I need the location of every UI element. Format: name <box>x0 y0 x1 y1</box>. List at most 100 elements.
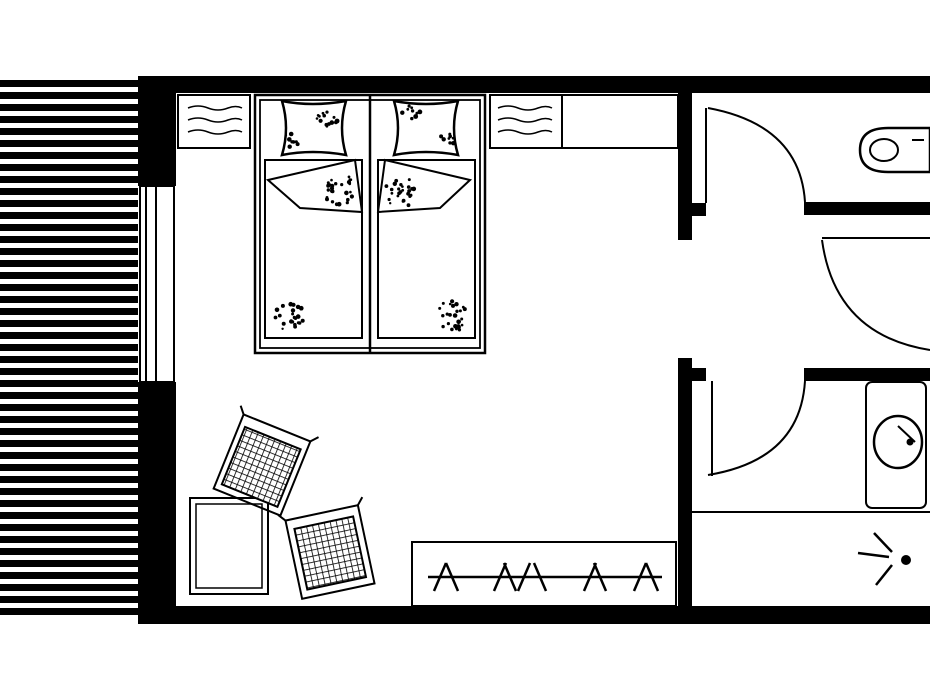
fabric-dot <box>394 178 399 183</box>
fabric-dot <box>454 302 459 307</box>
fabric-dot <box>330 189 335 194</box>
fabric-dot <box>332 115 336 119</box>
wardrobe <box>411 541 677 607</box>
balcony-slat <box>0 512 138 519</box>
fabric-dot <box>340 183 344 187</box>
bathroom-door <box>707 380 806 476</box>
fabric-dot <box>399 183 403 187</box>
fabric-dot <box>458 309 462 313</box>
fabric-dot <box>287 137 292 142</box>
balcony-slat <box>0 116 138 123</box>
fabric-dot <box>299 305 304 311</box>
fabric-dot <box>392 181 397 186</box>
fabric-dot <box>384 184 389 189</box>
balcony-slat <box>0 332 138 339</box>
balcony-slat <box>0 536 138 543</box>
fabric-dot <box>325 124 329 128</box>
fabric-dot <box>349 190 352 194</box>
fabric-dot <box>389 202 392 205</box>
fabric-dot <box>406 185 411 189</box>
hanger <box>492 562 508 592</box>
pillow <box>280 99 348 157</box>
wall-top <box>138 76 930 93</box>
fabric-dot <box>318 118 323 123</box>
balcony-slat <box>0 140 138 147</box>
fabric-dot <box>389 187 394 192</box>
balcony-slat <box>0 464 138 471</box>
fabric-dot <box>460 317 464 321</box>
balcony-slat <box>0 308 138 315</box>
fabric-dot <box>293 316 298 320</box>
fabric-dot <box>398 190 403 194</box>
fabric-dot <box>446 322 450 326</box>
mattress-right <box>377 159 476 339</box>
balcony-slat <box>0 128 138 135</box>
fabric-dot <box>334 182 338 186</box>
fabric-dot <box>448 141 452 145</box>
fabric-dot <box>273 315 278 320</box>
hanger <box>632 562 648 592</box>
wall-toilet-bottom <box>804 202 930 215</box>
fabric-dot <box>410 106 414 110</box>
fabric-dot <box>452 313 458 318</box>
fabric-dot <box>300 318 305 323</box>
fabric-dot <box>274 307 280 313</box>
fabric-dot <box>460 323 464 327</box>
balcony-slat <box>0 584 138 591</box>
fabric-dot <box>401 110 404 114</box>
folding-chair <box>277 496 376 601</box>
balcony-slat <box>0 200 138 207</box>
fabric-dot <box>334 202 339 207</box>
toilet-room-door <box>705 107 806 203</box>
fabric-dot <box>396 194 400 198</box>
wall-left-lower <box>138 382 176 624</box>
balcony-slat <box>0 248 138 255</box>
fabric-dot <box>330 200 335 204</box>
fabric-dot <box>406 203 411 208</box>
balcony-slat <box>0 608 138 615</box>
fabric-dot <box>413 114 419 119</box>
fabric-dot <box>287 144 292 149</box>
duvet-fold-right <box>376 158 473 214</box>
fabric-dot <box>346 197 350 202</box>
balcony-slat <box>0 368 138 375</box>
door-jamb-1 <box>692 203 706 216</box>
balcony-slat <box>0 560 138 567</box>
hanger <box>502 562 518 592</box>
fabric-dot <box>281 327 284 330</box>
fabric-dot <box>322 113 327 118</box>
balcony-slat <box>0 344 138 351</box>
balcony-slat <box>0 80 138 87</box>
fabric-dot <box>289 319 294 324</box>
fabric-dot <box>407 178 411 182</box>
fabric-dot <box>281 321 286 326</box>
balcony-slat <box>0 284 138 291</box>
balcony-slat <box>0 524 138 531</box>
balcony-slat <box>0 356 138 363</box>
balcony-slat <box>0 380 138 387</box>
wall-bath-top <box>804 368 930 381</box>
fabric-dot <box>288 301 294 307</box>
fabric-dot <box>448 132 452 136</box>
balcony-slat <box>0 92 138 99</box>
balcony-window <box>138 185 176 383</box>
entrance-door <box>821 237 930 351</box>
fabric-dot <box>438 306 442 310</box>
balcony-slat <box>0 296 138 303</box>
balcony-slat <box>0 572 138 579</box>
shower-area <box>692 511 930 586</box>
door-jamb-2 <box>692 368 706 381</box>
double-bed <box>253 93 487 355</box>
balcony-slat <box>0 416 138 423</box>
fabric-dot <box>315 117 319 120</box>
fabric-dot <box>456 324 461 330</box>
fabric-dot <box>441 137 446 142</box>
fabric-dot <box>450 327 454 332</box>
fabric-dot <box>455 309 459 313</box>
fabric-dot <box>330 183 335 188</box>
toilet <box>858 126 930 174</box>
hanger <box>644 562 660 592</box>
balcony-slat <box>0 428 138 435</box>
wall-left-upper <box>138 76 176 186</box>
